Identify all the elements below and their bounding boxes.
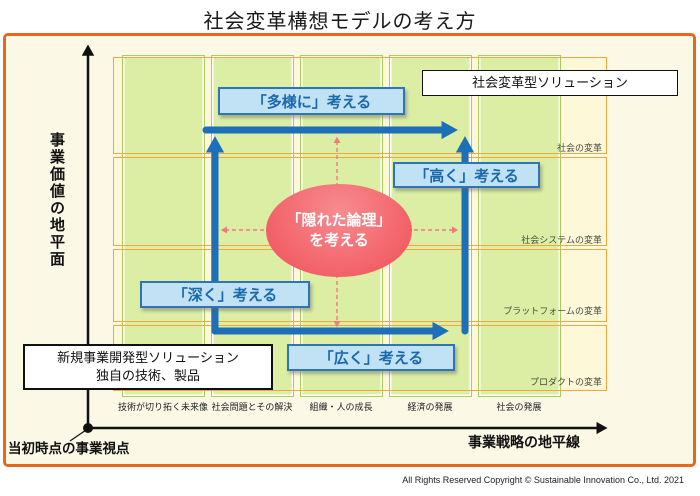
social-transformation-solution-label: 社会変革型ソリューション [472, 75, 628, 91]
column-band-social-growth [478, 55, 561, 397]
think-deep-label: 「深く」考える [172, 287, 278, 304]
row-label-product-change: プロダクトの変革 [529, 377, 602, 387]
hidden-logic-ellipse: 「隠れた論理」 を考える [266, 184, 412, 277]
think-deep-box: 「深く」考える [140, 281, 310, 308]
page-title: 社会変革構想モデルの考え方 [203, 11, 477, 33]
social-transformation-solution-box: 社会変革型ソリューション [422, 70, 678, 96]
copyright-text: All Rights Reserved Copyright © Sustaina… [402, 475, 684, 485]
new-business-solution-line1: 新規事業開発型ソリューション [57, 350, 239, 366]
row-label-society-change: 社会の変革 [556, 143, 602, 153]
origin-label: 当初時点の事業視点 [8, 441, 130, 456]
col-label-people-growth: 組織・人の成長 [309, 402, 373, 412]
think-high-label: 「高く」考える [414, 167, 519, 185]
x-axis-label: 事業戦略の地平線 [468, 434, 580, 450]
hidden-logic-line2: を考える [309, 231, 369, 249]
column-band-technology-future [122, 55, 205, 397]
col-label-social-problems: 社会問題とその解決 [211, 402, 293, 412]
think-high-box: 「高く」考える [393, 162, 540, 188]
col-label-economic-growth: 経済の発展 [407, 402, 453, 412]
new-business-solution-line2: 独自の技術、製品 [95, 368, 200, 383]
row-label-platform-change: プラットフォームの変革 [503, 306, 602, 316]
hidden-logic-line1: 「隠れた論理」 [286, 212, 392, 229]
think-wide-label: 「広く」考える [318, 350, 424, 367]
think-diverse-box: 「多様に」考える [218, 87, 405, 115]
think-wide-box: 「広く」考える [287, 344, 455, 371]
new-business-solution-box: 新規事業開発型ソリューション 独自の技術、製品 [23, 344, 273, 390]
col-label-social-growth: 社会の発展 [496, 402, 542, 412]
col-label-technology-future: 技術が切り拓く未来像 [117, 402, 208, 412]
think-diverse-label: 「多様に」考える [251, 93, 372, 111]
row-label-social-system-change: 社会システムの変革 [521, 235, 602, 245]
y-axis-label: 事業価値の地平面 [48, 132, 65, 268]
